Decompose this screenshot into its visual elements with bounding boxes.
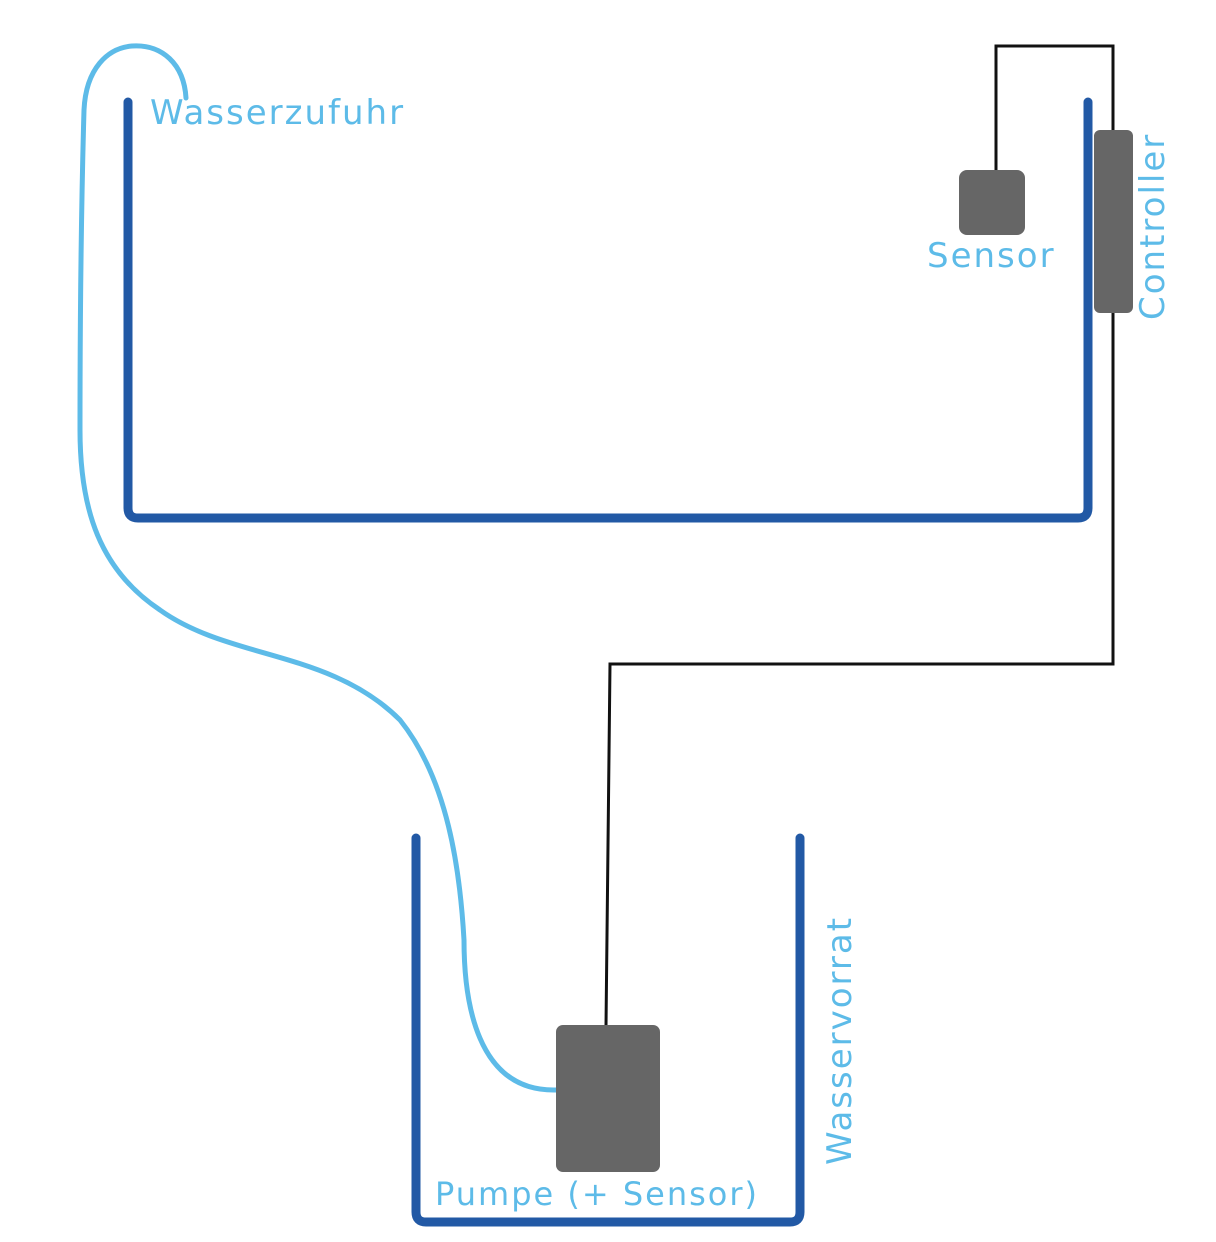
plant-container-outline [123,97,1093,523]
water-inlet-label: Wasserzufuhr [150,93,405,133]
controller-pump-wire [604,312,1115,1027]
water-hose [77,43,559,1093]
controller-box [1094,130,1133,313]
sensor-label: Sensor [927,236,1056,276]
sensor-controller-wire [994,44,1115,172]
pump-label: Pumpe (+ Sensor) [435,1175,759,1213]
reservoir-container-outline [411,833,805,1227]
pump-box [556,1025,660,1172]
sensor-box [959,170,1025,235]
water-reservoir-label: Wasservorrat [820,916,860,1165]
controller-label: Controller [1133,133,1173,320]
